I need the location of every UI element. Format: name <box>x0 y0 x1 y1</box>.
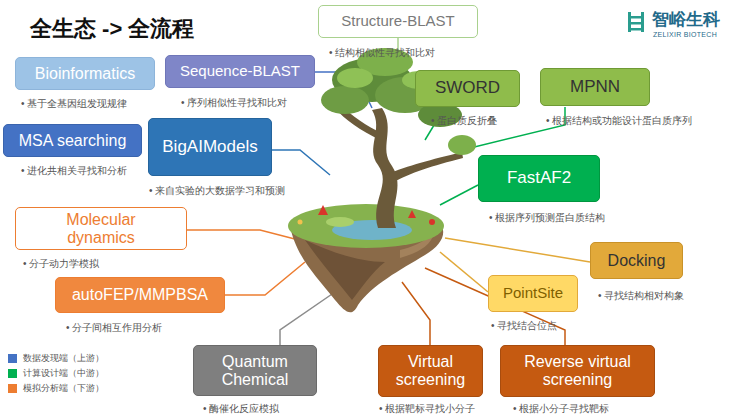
tool-description: • 寻找结构相对构象 <box>598 289 684 303</box>
legend-swatch <box>8 354 17 363</box>
tool-description: • 分子间相互作用分析 <box>66 321 162 335</box>
tool-name: Molecular dynamics <box>39 211 164 246</box>
tool-name: autoFEP/MMPBSA <box>72 286 208 304</box>
tool-description: • 根据小分子寻找靶标 <box>513 402 609 416</box>
tool-description: • 根据结构或功能设计蛋白质序列 <box>546 114 692 128</box>
tool-description: • 蛋白质反折叠 <box>431 114 497 128</box>
tool-box: Sequence-BLAST• 序列相似性寻找和比对 <box>165 55 315 88</box>
tool-name: PointSite <box>503 285 563 302</box>
logo-icon <box>628 12 644 32</box>
tool-box: MPNN• 根据结构或功能设计蛋白质序列 <box>540 68 650 106</box>
legend-label: 计算设计端（中游） <box>23 367 104 380</box>
tool-box: BigAIModels• 来自实验的大数据学习和预测 <box>148 118 272 176</box>
legend-label: 数据发现端（上游） <box>23 352 104 365</box>
tool-description: • 结构相似性寻找和比对 <box>329 46 435 60</box>
tool-box: Virtual screening• 根据靶标寻找小分子 <box>378 345 483 397</box>
tool-name: Structure-BLAST <box>341 13 454 30</box>
tool-name: BigAIModels <box>162 138 257 157</box>
tool-name: FastAF2 <box>507 169 571 188</box>
tool-box: Reverse virtual screening• 根据小分子寻找靶标 <box>500 345 655 397</box>
brand-subtitle: ZELIXIR BIOTECH <box>653 31 717 38</box>
tool-name: Docking <box>608 252 666 270</box>
tool-description: • 基于全基因组发现规律 <box>21 97 127 111</box>
tool-box: Molecular dynamics• 分子动力学模拟 <box>15 207 187 250</box>
tool-description: • 序列相似性寻找和比对 <box>181 96 287 110</box>
legend-swatch <box>8 369 17 378</box>
legend-item: 模拟分析端（下游） <box>8 382 104 395</box>
tool-name: MSA searching <box>19 132 127 150</box>
legend-label: 模拟分析端（下游） <box>23 382 104 395</box>
tool-description: • 分子动力学模拟 <box>23 257 99 271</box>
tool-box: MSA searching• 进化共相关寻找和分析 <box>3 124 142 157</box>
tool-description: • 酶催化反应模拟 <box>203 402 279 416</box>
tool-description: • 根据序列预测蛋白质结构 <box>489 211 605 225</box>
tool-name: Virtual screening <box>386 353 476 388</box>
tool-description: • 进化共相关寻找和分析 <box>21 164 127 178</box>
tool-box: SWORD• 蛋白质反折叠 <box>415 70 520 107</box>
legend-item: 数据发现端（上游） <box>8 352 104 365</box>
tool-description: • 根据靶标寻找小分子 <box>379 402 475 416</box>
tool-box: Bioinformatics• 基于全基因组发现规律 <box>15 57 155 90</box>
tool-name: Sequence-BLAST <box>180 63 300 80</box>
legend-swatch <box>8 384 17 393</box>
legend-item: 计算设计端（中游） <box>8 367 104 380</box>
tool-name: SWORD <box>435 79 500 98</box>
tool-description: • 寻找结合位点 <box>491 319 557 333</box>
tool-name: Bioinformatics <box>35 65 135 83</box>
tool-box: Quantum Chemical• 酶催化反应模拟 <box>193 345 317 396</box>
page-title: 全生态 -> 全流程 <box>30 14 194 44</box>
tool-name: MPNN <box>570 78 620 97</box>
tool-box: Structure-BLAST• 结构相似性寻找和比对 <box>318 5 478 38</box>
tool-box: autoFEP/MMPBSA• 分子间相互作用分析 <box>55 277 225 313</box>
tool-box: Docking• 寻找结构相对构象 <box>590 242 683 279</box>
tool-box: FastAF2• 根据序列预测蛋白质结构 <box>478 155 600 202</box>
tool-name: Quantum Chemical <box>205 353 305 388</box>
tool-box: PointSite• 寻找结合位点 <box>488 275 578 312</box>
brand-name: 智峪生科 <box>652 8 720 31</box>
tool-description: • 来自实验的大数据学习和预测 <box>149 184 285 198</box>
tool-name: Reverse virtual screening <box>508 353 648 388</box>
